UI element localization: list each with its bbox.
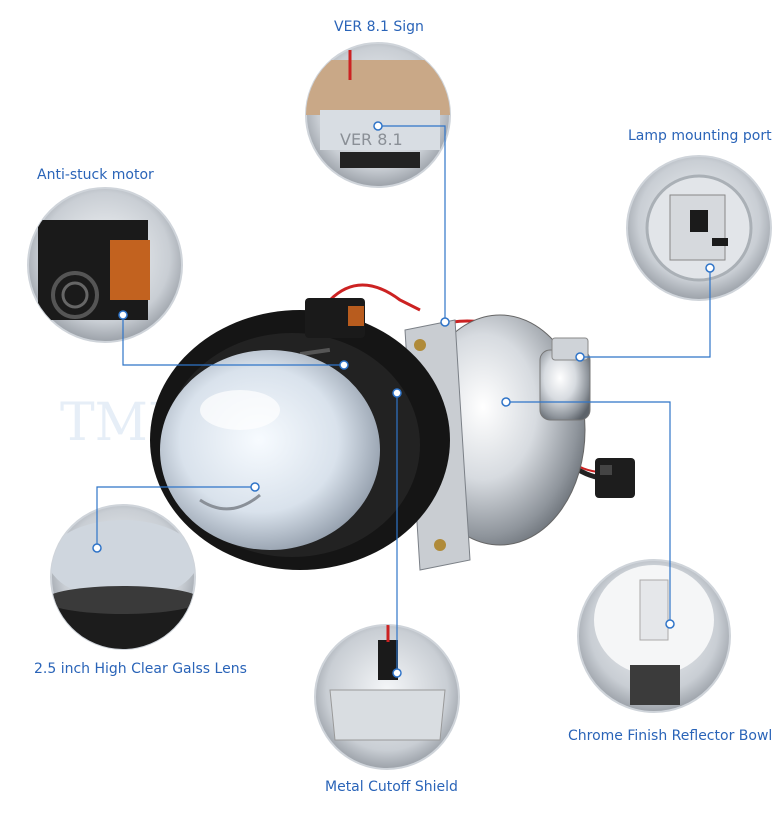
detail-ver-sign: VER 8.1 (305, 42, 451, 188)
label-reflector-bowl: Chrome Finish Reflector Bowl (568, 728, 773, 744)
detail-anti-stuck-motor (27, 187, 183, 343)
detail-cutoff-shield (314, 624, 460, 770)
label-anti-stuck-motor: Anti-stuck motor (37, 167, 154, 183)
label-ver-sign: VER 8.1 Sign (334, 19, 424, 35)
label-lamp-mounting-port: Lamp mounting port (628, 128, 772, 144)
detail-lamp-port (626, 155, 772, 301)
callout-lines (96, 125, 711, 673)
detail-lens (50, 504, 196, 650)
label-cutoff-shield: Metal Cutoff Shield (325, 779, 458, 795)
label-lens: 2.5 inch High Clear Galss Lens (34, 661, 247, 677)
main-projector (150, 283, 635, 571)
callout-dots (92, 121, 715, 678)
svg-text:VER 8.1: VER 8.1 (340, 130, 403, 149)
detail-reflector-bowl (577, 559, 731, 713)
